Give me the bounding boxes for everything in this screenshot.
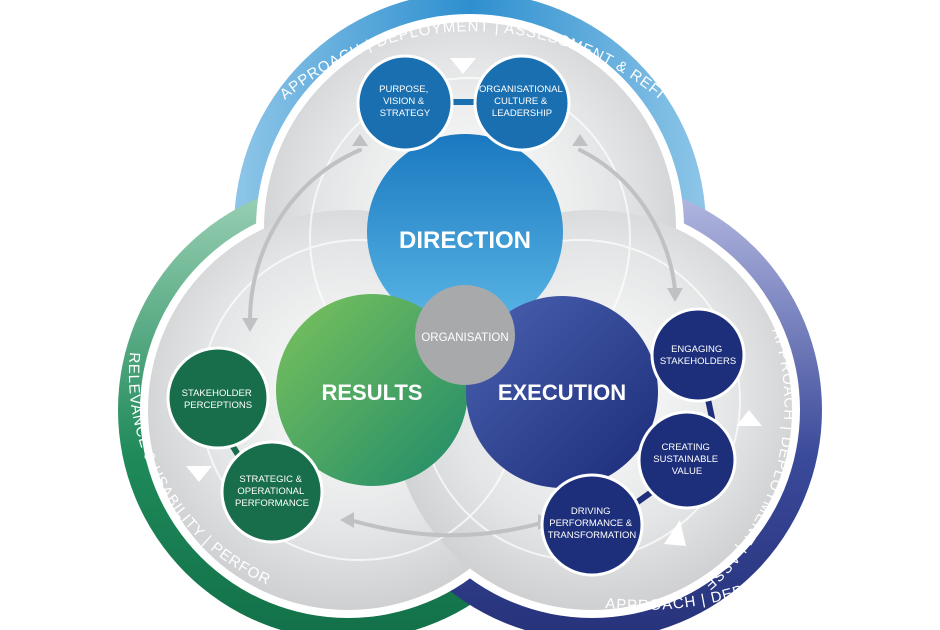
organisation-label: ORGANISATION [421,332,508,344]
driving-label: DRIVING PERFORMANCE & TRANSFORMATION [548,506,637,541]
driving-circle [540,473,644,577]
execution-label: EXECUTION [498,380,626,405]
arrow-head-right [667,288,683,302]
satellites [166,54,746,577]
creating-circle [637,410,737,510]
culture-circle [473,54,571,152]
direction-circle [367,134,563,330]
creating-label: CREATING SUSTAINABLE VALUE [653,442,720,477]
triangle-top [450,58,476,74]
purpose-circle [356,54,454,152]
arrow-head-left [242,318,258,332]
engaging-label: ENGAGING STAKEHOLDERS [660,344,736,367]
arrow-head-top-right [572,134,588,146]
organisation-circle [415,285,515,385]
perceptions-circle [166,346,270,450]
results-label: RESULTS [321,380,422,405]
engaging-circle [650,307,746,403]
triangle-bottom [664,520,686,546]
triangle-left [186,466,212,482]
culture-label: ORGANISATIONAL CULTURE & LEADERSHIP [479,84,565,119]
purpose-label: PURPOSE, VISION & STRATEGY [379,84,431,119]
strategic-label: STRATEGIC & OPERATIONAL PERFORMANCE [235,474,309,509]
perceptions-label: STAKEHOLDER PERCEPTIONS [182,388,255,411]
arrow-head-bottom-left [340,512,354,528]
arrow-head-top-left [352,134,368,146]
triangle-right [736,410,762,426]
cycle-arrows [248,148,677,538]
band-triangles [186,58,762,546]
direction-label: DIRECTION [399,227,531,254]
strategic-circle [220,440,324,544]
